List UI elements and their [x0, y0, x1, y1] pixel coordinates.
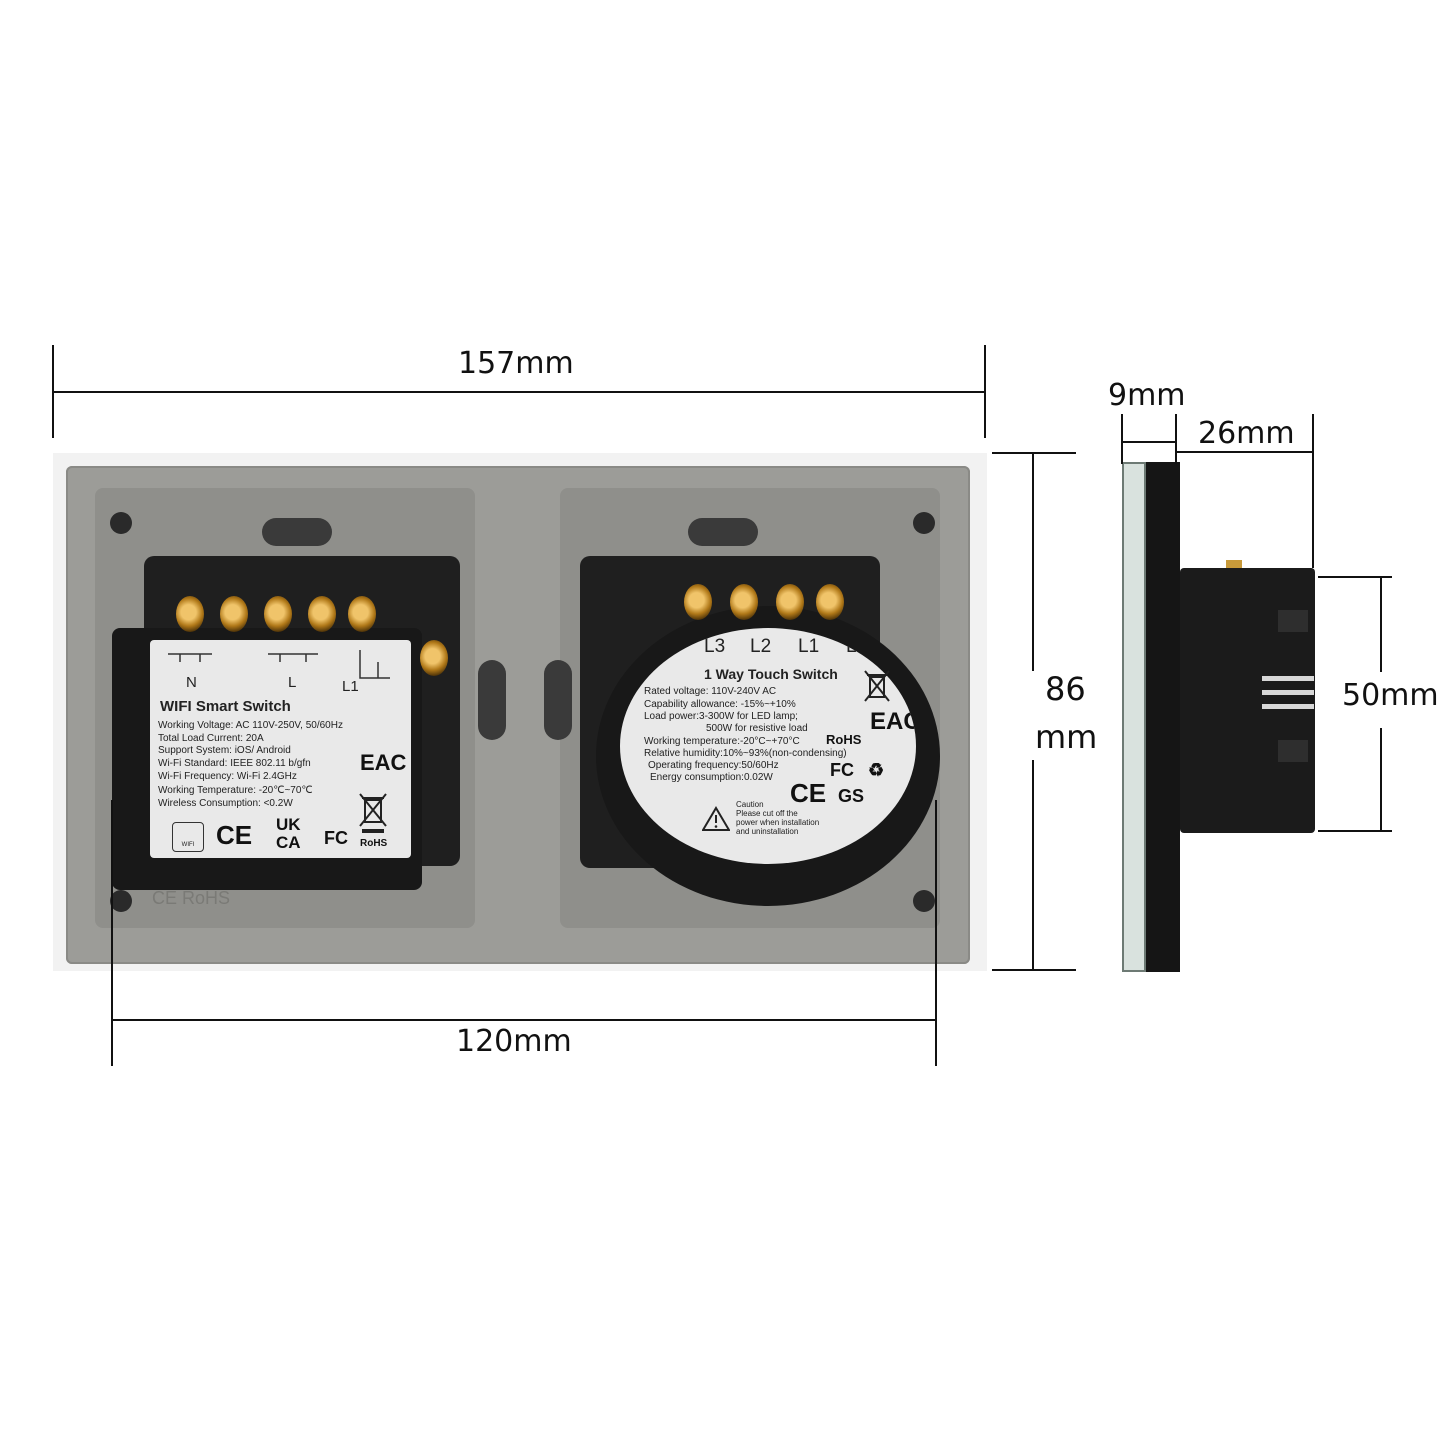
- caution-title: Caution: [736, 800, 764, 809]
- width-dim-label: 157mm: [458, 346, 574, 381]
- terminal-screw: [308, 596, 336, 632]
- left-module-label: N L L1 WIFI Smart Switch Working Voltage…: [150, 640, 411, 858]
- recycle-icon: ♻: [868, 760, 885, 780]
- spec-line: Energy consumption:0.02W: [650, 772, 773, 783]
- depth-dim-right-tick: [1312, 414, 1314, 568]
- inner-width-dim-left-tick: [111, 800, 113, 1066]
- height-dim-unit: mm: [1035, 718, 1098, 756]
- side-vent: [1262, 676, 1314, 681]
- terminal-screw: [348, 596, 376, 632]
- module-title: WIFI Smart Switch: [160, 698, 291, 715]
- spec-line: Relative humidity:10%~93%(non-condensing…: [644, 748, 847, 759]
- caution-line: and uninstallation: [736, 827, 799, 836]
- side-vent: [1262, 704, 1314, 709]
- eac-mark: EAC: [870, 708, 916, 735]
- inner-width-dim-label: 120mm: [456, 1024, 572, 1059]
- height-dim-line: [1032, 452, 1034, 671]
- caution-line: power when installation: [736, 818, 820, 827]
- warning-triangle-icon: [702, 806, 730, 831]
- ce-mark: CE: [216, 820, 253, 850]
- side-glass-panel: [1122, 462, 1146, 972]
- spec-line: Capability allowance: -15%~+10%: [644, 699, 796, 710]
- spec-line: Wireless Consumption: <0.2W: [158, 798, 293, 809]
- terminal-screw: [220, 596, 248, 632]
- terminal-label-l3: L3: [704, 636, 726, 657]
- height-dim-line: [1032, 760, 1034, 971]
- terminal-label-n: N: [186, 674, 197, 691]
- ukca-mark: UK CA: [276, 815, 301, 852]
- terminal-screw: [420, 640, 448, 676]
- glass-dim-line: [1121, 441, 1177, 443]
- backplate-marks: CE RoHS: [152, 888, 231, 908]
- spec-line: Load power:3-300W for LED lamp;: [644, 711, 798, 722]
- height-dim-number: 86: [1045, 670, 1086, 708]
- module-title: 1 Way Touch Switch: [704, 666, 838, 682]
- width-dim-line: [52, 391, 986, 393]
- inner-width-dim-line: [111, 1019, 937, 1021]
- terminal-label-l1: L1: [342, 678, 359, 695]
- side-vent: [1262, 690, 1314, 695]
- terminal-screw: [176, 596, 204, 632]
- mount-hole: [913, 890, 935, 912]
- spec-line: Wi-Fi Frequency: Wi-Fi 2.4GHz: [158, 771, 297, 782]
- spec-line: Working Temperature: -20℃~70℃: [158, 785, 313, 796]
- rohs-mark: RoHS: [360, 838, 388, 849]
- glass-dim-left-tick: [1121, 414, 1123, 464]
- body-dim-line: [1380, 728, 1382, 832]
- mount-hole: [110, 890, 132, 912]
- depth-dim-line: [1175, 451, 1314, 453]
- terminal-screw: [816, 584, 844, 620]
- mount-slot: [478, 660, 506, 740]
- right-module-label: L3 L2 L1 L 1 Way Touch Switch Rated volt…: [620, 628, 916, 864]
- terminal-screw: [776, 584, 804, 620]
- caution-line: Please cut off the: [736, 809, 798, 818]
- mount-slot: [544, 660, 572, 740]
- side-plate: [1146, 462, 1180, 972]
- height-dim-bottom-tick: [992, 969, 1076, 971]
- spec-line: Operating frequency:50/60Hz: [648, 760, 779, 771]
- body-dim-bottom-tick: [1318, 830, 1392, 832]
- spec-line: Working temperature:-20°C~+70°C: [644, 736, 800, 747]
- ce-mark: CE: [790, 778, 827, 808]
- mount-hole: [110, 512, 132, 534]
- terminal-screw: [264, 596, 292, 632]
- terminal-label-l2: L2: [750, 636, 772, 657]
- glass-dim-label: 9mm: [1108, 378, 1186, 413]
- terminal-label-l: L: [288, 674, 297, 691]
- spec-line: Wi-Fi Standard: IEEE 802.11 b/gfn: [158, 758, 311, 769]
- rohs-mark: RoHS: [826, 732, 862, 747]
- spec-line: Support System: iOS/ Android: [158, 745, 291, 756]
- body-dim-label: 50mm: [1342, 678, 1439, 713]
- terminal-screw: [730, 584, 758, 620]
- mount-slot: [262, 518, 332, 546]
- gs-mark: GS: [838, 786, 865, 806]
- weee-bin-icon: [359, 793, 387, 833]
- side-vent: [1278, 610, 1308, 632]
- body-dim-line: [1380, 576, 1382, 672]
- eac-mark: EAC: [360, 750, 407, 775]
- wifi-badge: WIFI: [172, 822, 204, 852]
- body-dim-top-tick: [1318, 576, 1392, 578]
- mount-slot: [688, 518, 758, 546]
- wiring-diagram: [168, 650, 390, 679]
- weee-bin-icon: [864, 670, 890, 702]
- depth-dim-label: 26mm: [1198, 416, 1295, 451]
- side-vent: [1278, 740, 1308, 762]
- spec-line: Working Voltage: AC 110V-250V, 50/60Hz: [158, 720, 343, 731]
- glass-dim-right-tick: [1175, 414, 1177, 464]
- fc-mark: FC: [324, 828, 348, 848]
- side-module-body: [1180, 568, 1315, 833]
- side-screw: [1226, 560, 1242, 570]
- mount-hole: [913, 512, 935, 534]
- height-dim-top-tick: [992, 452, 1076, 454]
- terminal-label-l1: L1: [798, 636, 820, 657]
- spec-line: Rated voltage: 110V-240V AC: [644, 686, 777, 697]
- inner-width-dim-right-tick: [935, 800, 937, 1066]
- spec-line: Total Load Current: 20A: [158, 733, 264, 744]
- spec-line: 500W for resistive load: [706, 723, 808, 734]
- terminal-label-l: L: [846, 636, 857, 657]
- fc-mark: FC: [830, 760, 854, 780]
- terminal-screw: [684, 584, 712, 620]
